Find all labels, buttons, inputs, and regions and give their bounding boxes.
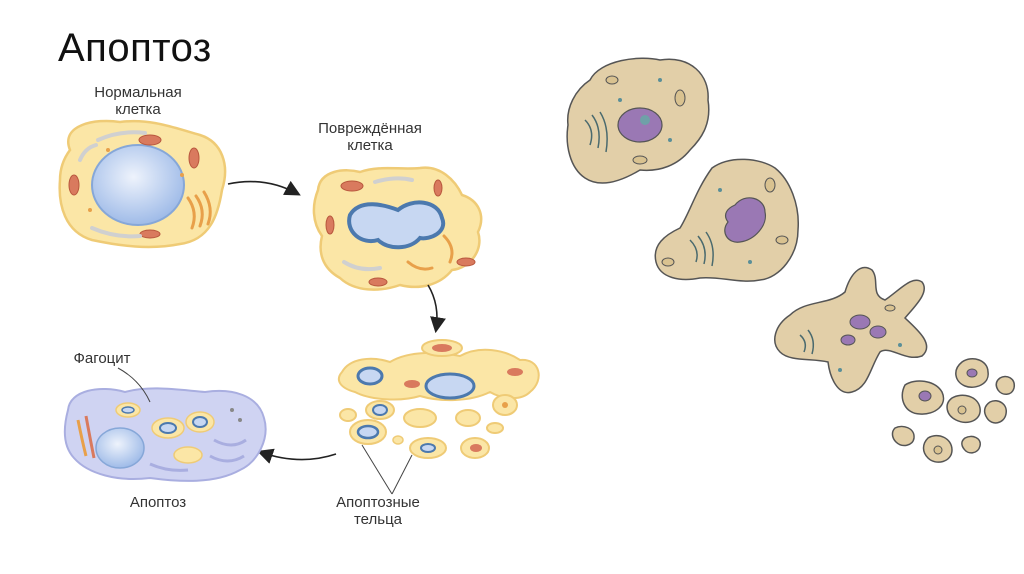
drawn-cell-stage-1 [566,57,710,184]
drawn-cell-stage-4-fragments [891,358,1015,463]
label-normal-cell: Нормальная клетка [94,84,182,118]
label-apoptotic-bodies: Апоптозные тельца [336,494,420,528]
label-damaged-cell: Повреждённая клетка [318,120,422,154]
label-phagocyte: Фагоцит [73,350,131,367]
arrow-to-bodies [427,284,446,334]
normal-cell [58,119,227,249]
slide-title: Апоптоз [58,26,212,70]
label-apoptosis: Апоптоз [129,494,187,511]
arrow-to-phagocyte [256,448,337,464]
damaged-cell [312,166,483,291]
apoptotic-bodies [337,339,540,495]
arrow-to-damaged [227,180,301,196]
phagocyte-cell [63,367,267,482]
drawn-cell-stage-2 [654,158,799,282]
drawn-cell-stage-3 [774,266,928,394]
